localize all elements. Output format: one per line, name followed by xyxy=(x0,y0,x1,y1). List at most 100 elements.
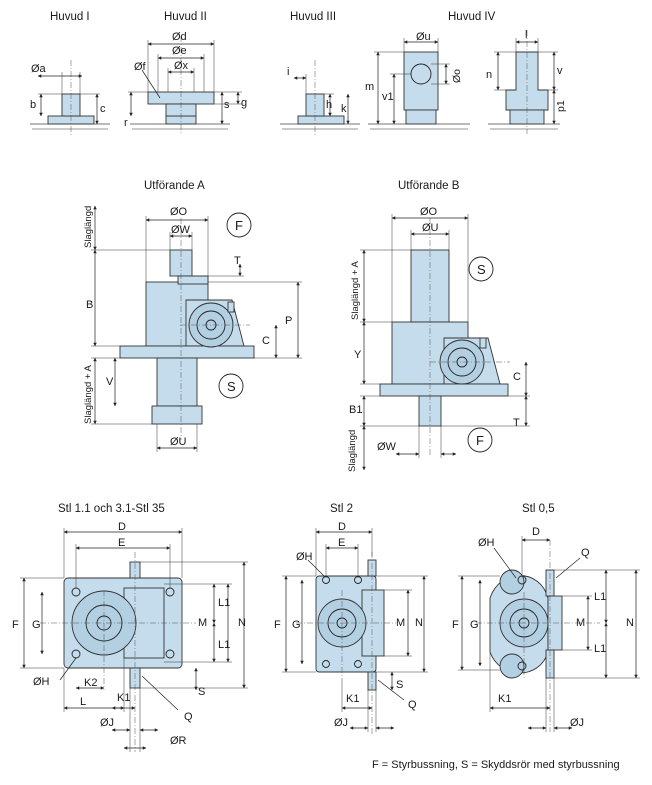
utforande-b-title: Utförande B xyxy=(398,180,460,192)
dim-s2-J: ØJ xyxy=(334,717,349,729)
badge-a-s: S xyxy=(227,379,236,394)
huvud2-title: Huvud II xyxy=(164,11,207,23)
dim-s11-L: L xyxy=(80,696,87,708)
dim-n: n xyxy=(486,69,493,81)
stl2-drawing xyxy=(282,528,428,736)
dim-f: Øf xyxy=(134,61,146,73)
badge-b-s: S xyxy=(477,262,486,277)
stroke-a-bottom: Slaglängd + A xyxy=(83,365,94,424)
dim-b-T: T xyxy=(513,417,520,429)
dim-a-O: ØO xyxy=(170,206,188,218)
stl2-title: Stl 2 xyxy=(330,503,354,515)
dim-s05-H: ØH xyxy=(478,537,495,549)
dim-b-C: C xyxy=(513,371,521,383)
utforande-a-title: Utförande A xyxy=(144,180,205,192)
dim-s11-L1a: L1 xyxy=(218,597,231,609)
dim-s05-F: F xyxy=(452,619,459,631)
dim-s11-S: S xyxy=(198,686,206,698)
dim-a-V: V xyxy=(106,376,114,388)
huvud1-title: Huvud I xyxy=(50,11,90,23)
dim-s11-L1b: L1 xyxy=(218,639,231,651)
dim-a-C: C xyxy=(262,335,270,347)
dim-s11-F: F xyxy=(12,619,19,631)
dim-s11-K2: K2 xyxy=(84,677,98,689)
stl11-drawing xyxy=(20,528,248,752)
dim-s11-M: M xyxy=(198,617,208,629)
dim-s2-K1: K1 xyxy=(346,693,360,705)
dim-s05-M: M xyxy=(576,617,586,629)
dim-s11-N: N xyxy=(238,617,246,629)
dim-s05-N: N xyxy=(626,617,634,629)
dim-e: Øe xyxy=(172,45,187,57)
dim-a-W: ØW xyxy=(171,224,190,236)
dim-s2-E: E xyxy=(338,537,346,549)
dim-b: b xyxy=(30,99,37,111)
dim-p1: p1 xyxy=(555,100,567,112)
utforande-b-drawing xyxy=(360,214,530,471)
dim-s2-N: N xyxy=(415,617,423,629)
dim-s11-E: E xyxy=(118,537,126,549)
dim-s11-D: D xyxy=(118,521,126,533)
dim-s11-J: ØJ xyxy=(100,717,115,729)
dim-b-Y: Y xyxy=(354,349,362,361)
huvud4-drawing xyxy=(368,38,470,130)
utforande-a-drawing xyxy=(91,205,302,452)
stroke-b-top: Slaglängd + A xyxy=(350,261,361,320)
dim-b-W: ØW xyxy=(377,441,396,453)
dim-s: s xyxy=(224,99,230,111)
dim-g: g xyxy=(241,97,248,109)
dim-u: Øu xyxy=(416,31,431,43)
dim-s05-L1b: L1 xyxy=(594,643,607,655)
dim-s2-S: S xyxy=(396,679,404,691)
dim-s05-G: G xyxy=(470,619,479,631)
dim-s2-D: D xyxy=(338,521,346,533)
huvud4-side-drawing xyxy=(488,30,560,134)
dim-s2-G: G xyxy=(292,619,301,631)
dim-s11-G: G xyxy=(32,619,41,631)
footer-legend: F = Styrbussning, S = Skyddsrör med styr… xyxy=(372,759,620,771)
stl05-title: Stl 0,5 xyxy=(522,503,555,515)
dim-x: Øx xyxy=(174,60,189,72)
huvud3-drawing xyxy=(280,60,360,135)
stroke-a-top: Slaglängd xyxy=(83,205,94,248)
dim-a-P: P xyxy=(285,315,293,327)
dim-m: m xyxy=(365,81,375,93)
dim-b-U: ØU xyxy=(422,222,439,234)
dim-b-B1: B1 xyxy=(349,404,363,416)
dim-c: c xyxy=(100,103,106,115)
dim-s05-K1: K1 xyxy=(498,693,512,705)
dim-s11-K1: K1 xyxy=(117,692,131,704)
dim-s05-J: ØJ xyxy=(570,717,585,729)
dim-a-U: ØU xyxy=(170,436,187,448)
dim-h: h xyxy=(326,99,333,111)
dim-s2-H: ØH xyxy=(296,551,313,563)
stl11-title: Stl 1.1 och 3.1-Stl 35 xyxy=(58,503,165,515)
dim-b-O: ØO xyxy=(420,206,438,218)
dim-a: Øa xyxy=(31,63,46,75)
stl05-drawing xyxy=(458,536,640,732)
dim-v: v xyxy=(557,65,563,77)
dim-d: Ød xyxy=(172,31,187,43)
badge-b-f: F xyxy=(476,433,484,448)
dim-s11-R: ØR xyxy=(170,735,187,747)
dim-l: l xyxy=(525,29,528,41)
dim-o: Øo xyxy=(451,68,463,83)
dim-s2-F: F xyxy=(274,619,281,631)
dim-k: k xyxy=(341,103,347,115)
dim-s11-Q: Q xyxy=(184,711,193,723)
huvud4-title: Huvud IV xyxy=(448,11,496,23)
dim-v1: v1 xyxy=(382,91,394,103)
huvud3-title: Huvud III xyxy=(290,11,337,23)
dim-a-T: T xyxy=(234,255,241,267)
dim-i: i xyxy=(287,66,290,78)
dim-s11-H: ØH xyxy=(33,676,50,688)
huvud2-drawing xyxy=(128,36,242,134)
badge-a-f: F xyxy=(235,218,243,233)
stroke-b-bottom: Slaglängd xyxy=(347,429,358,472)
huvud1-drawing xyxy=(30,60,110,135)
dim-s2-Q: Q xyxy=(408,699,417,711)
dim-r: r xyxy=(124,117,128,129)
dim-a-B: B xyxy=(86,299,94,311)
dim-s05-D: D xyxy=(532,526,540,538)
